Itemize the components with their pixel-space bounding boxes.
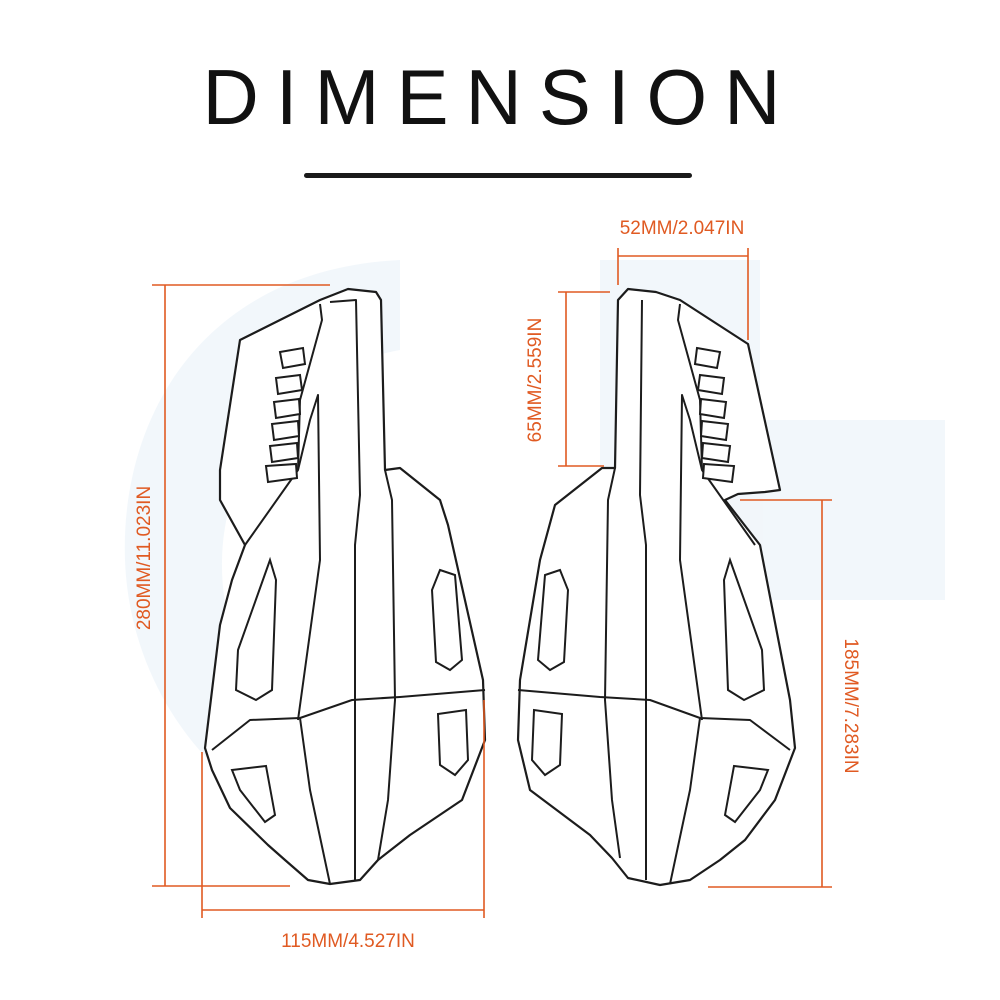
dimension-height-upper: 65MM/2.559IN [525,291,610,467]
right-side-vent-small [536,568,570,672]
dimension-label-width-bottom: 115MM/4.527IN [281,931,415,952]
left-guard-lower-fold [211,689,486,751]
right-bottom-vent-2 [723,764,770,824]
dimension-width-bottom: 115MM/4.527IN [201,700,485,952]
dimension-label-width-top: 52MM/2.047IN [620,218,745,239]
left-guard-inner [377,469,396,861]
page-title: DIMENSION [202,53,798,141]
right-guard-ridge [639,299,647,880]
dimension-height-total: 280MM/11.023IN [134,284,330,887]
right-bottom-vent-1 [530,708,564,777]
left-bottom-vent-2 [230,764,277,824]
right-side-vent-long [722,556,766,702]
left-bottom-vent-1 [436,708,470,777]
right-guard-inner [604,467,621,859]
left-side-vent-long [234,556,278,702]
left-guard-ridge [329,299,361,880]
title-underline [304,173,692,178]
right-guard-lower-fold [517,689,791,751]
right-guard-inner-3 [679,394,703,721]
left-handguard [203,287,487,886]
right-guard-inner-2 [669,717,701,885]
left-side-vent-small [430,568,464,672]
right-vent-stack [693,346,736,484]
left-vent-stack [264,346,307,484]
right-handguard [516,287,797,887]
dimension-height-lower: 185MM/7.283IN [708,499,861,888]
dimension-width-top: 52MM/2.047IN [617,218,749,340]
dimension-label-height-total: 280MM/11.023IN [134,486,155,630]
dimension-label-height-lower: 185MM/7.283IN [840,638,861,773]
left-guard-inner-3 [297,394,321,721]
left-guard-inner-2 [299,717,331,885]
dimension-label-height-upper: 65MM/2.559IN [525,318,546,443]
